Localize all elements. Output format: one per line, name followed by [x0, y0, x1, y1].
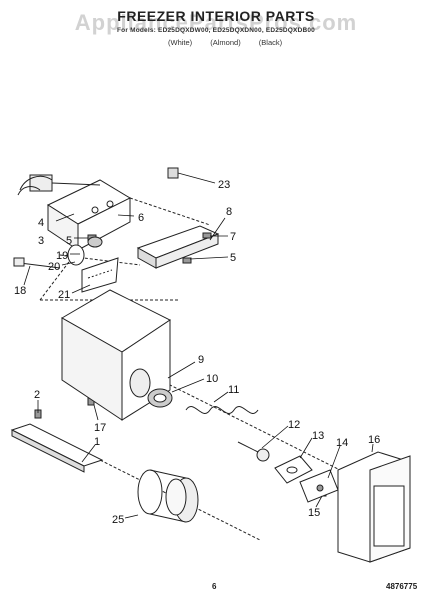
- page-title: FREEZER INTERIOR PARTS: [117, 8, 315, 24]
- ice-duct: [137, 469, 199, 523]
- watermark-logo: AppliancePartsPros.com: [74, 10, 358, 35]
- bucket-support: [10, 423, 104, 473]
- callout-labels: 23 8 6 7 5 3 4 5 19 20 18 21 9 10 11 2 1…: [14, 179, 380, 526]
- callout-14: 14: [336, 437, 348, 449]
- callout-10: 10: [206, 373, 218, 385]
- callout-16: 16: [368, 434, 380, 446]
- callout-12: 12: [288, 419, 300, 431]
- callout-15: 15: [308, 507, 320, 519]
- callout-6: 6: [138, 212, 144, 224]
- variant-black: (Black): [258, 38, 283, 47]
- callout-5b: 5: [66, 235, 72, 247]
- motor-bracket: [299, 469, 339, 503]
- callout-13: 13: [312, 430, 324, 442]
- clip-part: [167, 167, 179, 179]
- light-shield: [81, 257, 119, 293]
- callout-leaders: [23, 172, 374, 519]
- callout-17: 17: [94, 422, 106, 434]
- callout-3: 3: [38, 235, 44, 247]
- ice-chute-housing: [60, 289, 171, 421]
- callout-8: 8: [226, 206, 232, 218]
- callout-1: 1: [94, 436, 100, 448]
- auger-motor: [337, 451, 411, 563]
- callout-18: 18: [14, 285, 26, 297]
- variant-almond: (Almond): [210, 38, 241, 47]
- callout-11: 11: [228, 384, 239, 396]
- callout-25: 25: [112, 514, 124, 526]
- callout-19: 19: [56, 250, 68, 262]
- bearing: [147, 388, 173, 408]
- callout-23: 23: [218, 179, 230, 191]
- variant-white: (White): [168, 38, 193, 47]
- auger-crank: [274, 455, 313, 484]
- part-list-number: 4876775: [386, 582, 418, 591]
- callout-5a: 5: [230, 252, 236, 264]
- page-number: 6: [212, 582, 217, 591]
- auger-spring: [185, 406, 259, 414]
- color-variants: (White) (Almond) (Black): [168, 38, 298, 47]
- callout-21: 21: [58, 289, 70, 301]
- thermostat-assembly: [17, 174, 101, 196]
- callout-9: 9: [198, 354, 204, 366]
- callout-7: 7: [230, 231, 236, 243]
- light-housing: [136, 225, 220, 269]
- callout-4: 4: [38, 217, 44, 229]
- callout-2: 2: [34, 389, 40, 401]
- callout-20: 20: [48, 261, 60, 273]
- lamp-socket-bulb: [13, 236, 103, 269]
- model-numbers: For Models: ED25DQXDW00, ED25DQXDN00, ED…: [117, 27, 315, 34]
- bushing: [237, 441, 270, 462]
